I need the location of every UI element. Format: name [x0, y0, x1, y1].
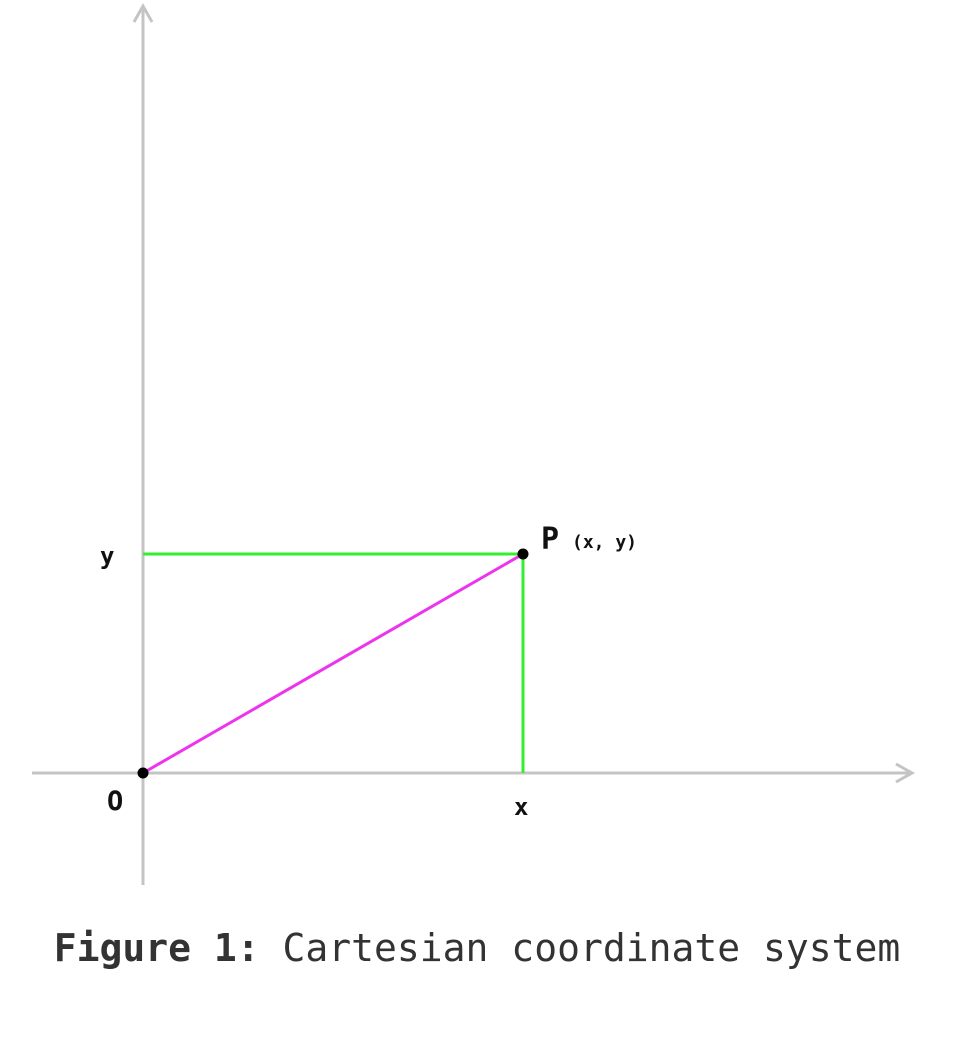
figure-caption-text: Cartesian coordinate system [282, 926, 901, 970]
origin-point [137, 767, 149, 779]
position-vector [142, 552, 524, 775]
point-p-coords: (x, y) [572, 532, 637, 553]
point-p-label: P [541, 522, 559, 557]
figure-caption: Figure 1: Cartesian coordinate system [0, 918, 954, 978]
x-axis-arrowhead [895, 762, 916, 784]
origin-label: O [107, 786, 123, 817]
x-tick-label: x [514, 793, 528, 821]
y-axis-arrowhead [132, 2, 154, 23]
figure-number: Figure 1: [53, 926, 260, 970]
y-tick-label: y [100, 542, 114, 570]
point-p [517, 548, 529, 560]
cartesian-diagram: O x y P (x, y) [32, 2, 916, 885]
